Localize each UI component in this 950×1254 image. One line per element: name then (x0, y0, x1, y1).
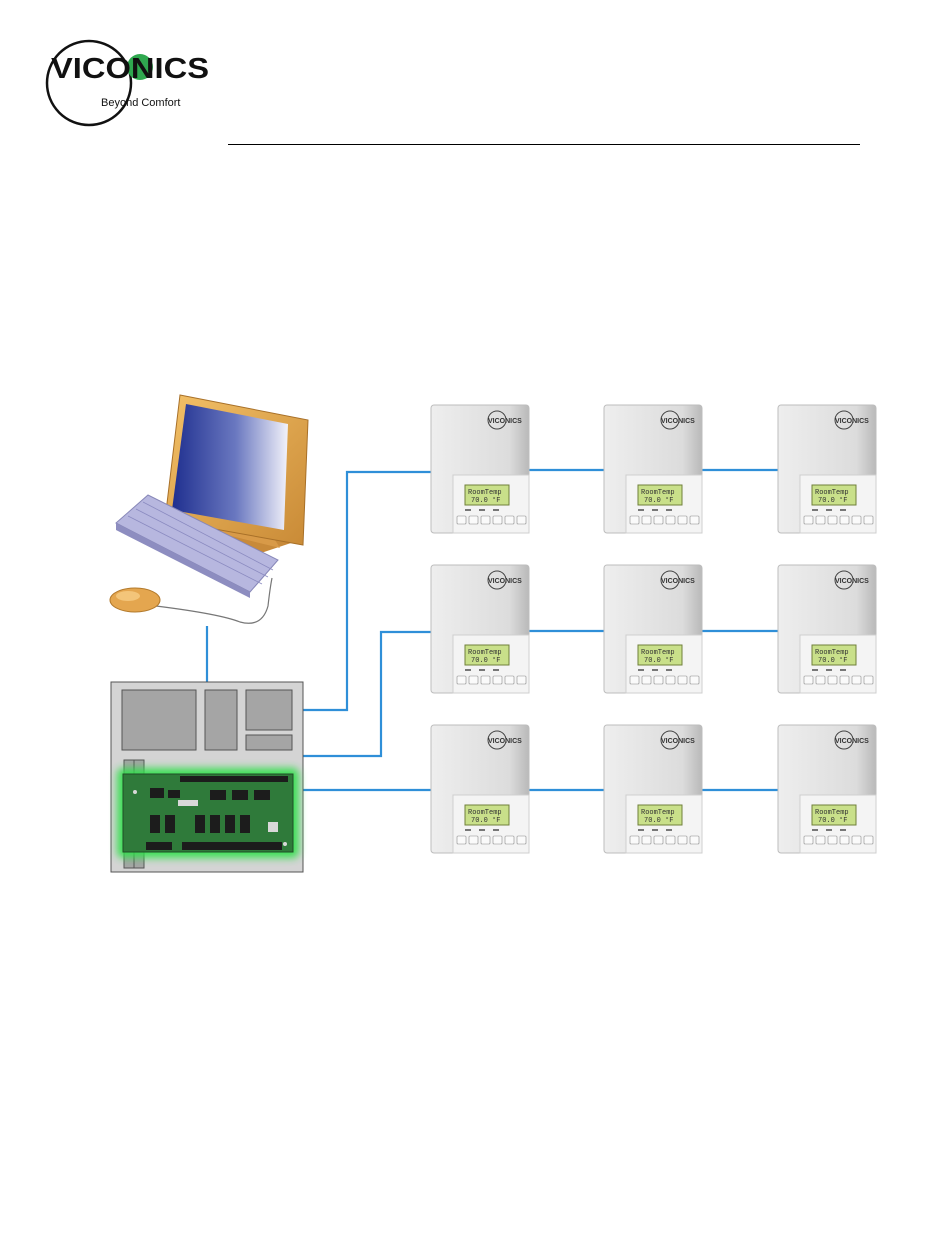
computer-icon (110, 395, 308, 623)
thermostat-button (816, 836, 825, 844)
lcd-line-2: 70.0 °F (644, 656, 673, 665)
thermostat-button (457, 516, 466, 524)
thermostat-button (804, 676, 813, 684)
thermostat-button (666, 516, 675, 524)
thermostat-button (654, 516, 663, 524)
thermostat-button (654, 676, 663, 684)
lcd-line-2: 70.0 °F (471, 816, 500, 825)
thermostat-brand: VICONICS (835, 418, 869, 425)
thermostat-button (517, 676, 526, 684)
thermostat-button (804, 516, 813, 524)
controller-enclosure (111, 682, 303, 872)
thermostat-button (481, 836, 490, 844)
lcd-line-1: RoomTemp (641, 809, 675, 817)
thermostat-button (457, 676, 466, 684)
thermostat-button (678, 676, 687, 684)
thermostat-button (816, 676, 825, 684)
thermostat-brand: VICONICS (488, 418, 522, 425)
thermostat-brand: VICONICS (488, 738, 522, 745)
thermostat-button (493, 676, 502, 684)
lcd-line-2: 70.0 °F (644, 816, 673, 825)
thermostat-button (852, 836, 861, 844)
thermostat-button (642, 676, 651, 684)
thermostat-button (852, 516, 861, 524)
thermostat-button (481, 676, 490, 684)
controller-board-icon (117, 768, 299, 858)
thermostat-button (864, 676, 873, 684)
thermostat-button (840, 836, 849, 844)
thermostat-button (469, 516, 478, 524)
thermostat-button (666, 676, 675, 684)
lcd-line-1: RoomTemp (815, 809, 849, 817)
thermostat-button (678, 836, 687, 844)
thermostat-button (678, 516, 687, 524)
thermostat-button (505, 676, 514, 684)
lcd-line-1: RoomTemp (641, 649, 675, 657)
lcd-line-1: RoomTemp (468, 809, 502, 817)
thermostat-brand: VICONICS (835, 738, 869, 745)
thermostat-button (690, 516, 699, 524)
thermostat-button (517, 516, 526, 524)
thermostat-button (864, 836, 873, 844)
thermostat-button (828, 516, 837, 524)
lcd-line-1: RoomTemp (641, 489, 675, 497)
thermostat-button (630, 836, 639, 844)
thermostat-button (840, 676, 849, 684)
thermostat-button (642, 516, 651, 524)
thermostat-button (840, 516, 849, 524)
lcd-line-2: 70.0 °F (818, 656, 847, 665)
lcd-line-2: 70.0 °F (818, 816, 847, 825)
lcd-line-1: RoomTemp (815, 489, 849, 497)
lcd-line-2: 70.0 °F (471, 496, 500, 505)
thermostat-brand: VICONICS (661, 578, 695, 585)
thermostat-brand: VICONICS (661, 418, 695, 425)
thermostat-brand: VICONICS (661, 738, 695, 745)
lcd-line-2: 70.0 °F (644, 496, 673, 505)
thermostat-button (505, 516, 514, 524)
thermostat-button (630, 516, 639, 524)
thermostat-brand: VICONICS (488, 578, 522, 585)
thermostat-button (457, 836, 466, 844)
line-bus-1 (300, 472, 432, 710)
thermostat-brand: VICONICS (835, 578, 869, 585)
thermostat-button (816, 516, 825, 524)
thermostat-button (666, 836, 675, 844)
thermostat-button (828, 836, 837, 844)
thermostat-button (690, 676, 699, 684)
thermostat-button (852, 676, 861, 684)
thermostat-button (493, 836, 502, 844)
lcd-line-2: 70.0 °F (471, 656, 500, 665)
thermostat-button (828, 676, 837, 684)
thermostat-button (481, 516, 490, 524)
thermostat-button (630, 676, 639, 684)
line-bus-2 (300, 632, 432, 756)
thermostat-button (469, 836, 478, 844)
thermostat-button (804, 836, 813, 844)
thermostat-button (690, 836, 699, 844)
thermostat-button (654, 836, 663, 844)
thermostat-button (642, 836, 651, 844)
thermostat-button (469, 676, 478, 684)
lcd-line-1: RoomTemp (815, 649, 849, 657)
lcd-line-2: 70.0 °F (818, 496, 847, 505)
lcd-line-1: RoomTemp (468, 649, 502, 657)
thermostat-button (505, 836, 514, 844)
thermostat-button (517, 836, 526, 844)
thermostat-button (493, 516, 502, 524)
thermostat-button (864, 516, 873, 524)
lcd-line-1: RoomTemp (468, 489, 502, 497)
